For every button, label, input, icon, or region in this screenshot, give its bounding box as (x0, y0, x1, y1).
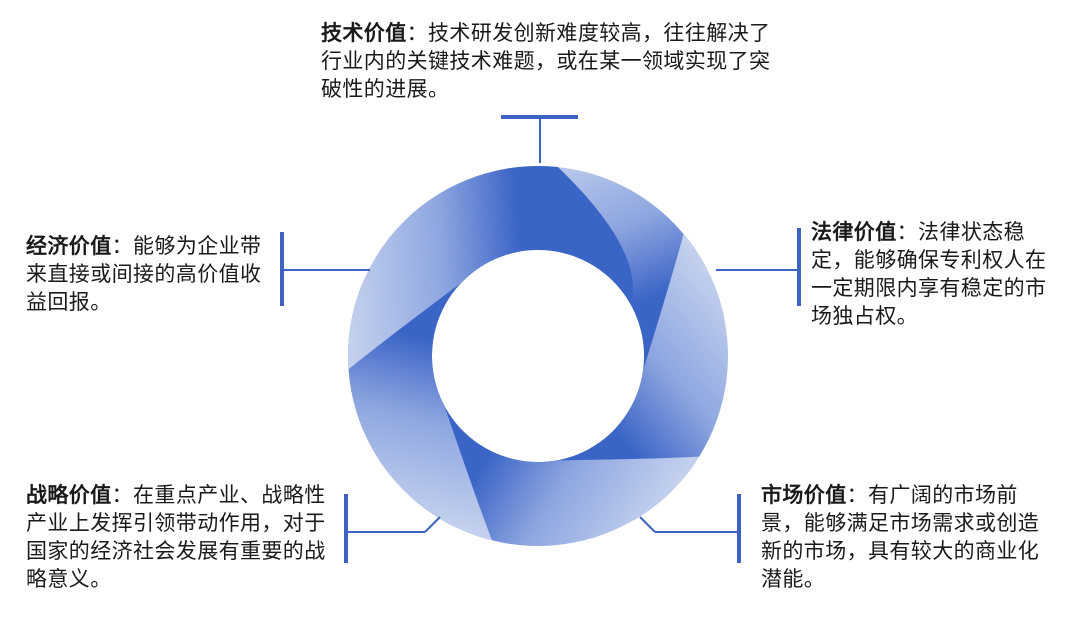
strategy-value-text: 在重点产业、战略性产业上发挥引领带动作用，对于国家的经济社会发展有重要的战略意义… (26, 483, 326, 591)
tech-value-sep: ： (406, 21, 429, 45)
law-value-text: 法律状态稳定，能够确保专利权人在一定期限内享有稳定的市场独占权。 (811, 220, 1047, 328)
strategy-value-card: 战略价值：在重点产业、战略性产业上发挥引领带动作用，对于国家的经济社会发展有重要… (26, 481, 338, 593)
market-value-title: 市场价值 (761, 483, 847, 507)
ring-segment (403, 343, 700, 546)
strategy-value-title: 战略价值 (26, 483, 112, 507)
econ-value-title: 经济价值 (26, 234, 112, 258)
strategy-value-sep: ： (111, 483, 134, 507)
ring-segment (493, 233, 728, 521)
tech-value-card: 技术价值：技术研发创新难度较高，往往解决了行业内的关键技术难题，或在某一领域实现… (321, 19, 791, 103)
market-value-text: 有广阔的市场前景，能够满足市场需求或创造新的市场，具有较大的商业化潜能。 (761, 483, 1040, 591)
law-value-sep: ： (896, 220, 919, 244)
econ-value-card: 经济价值：能够为企业带来直接或间接的高价值收益回报。 (26, 232, 276, 316)
ring-segment (348, 166, 633, 370)
strategy-connector-line-d (424, 516, 441, 533)
law-value-title: 法律价值 (811, 220, 897, 244)
connectors (280, 115, 801, 563)
market-value-card: 市场价值：有广阔的市场前景，能够满足市场需求或创造新的市场，具有较大的商业化潜能… (761, 481, 1057, 593)
tech-value-text: 技术研发创新难度较高，往往解决了行业内的关键技术难题，或在某一领域实现了突破性的… (321, 21, 771, 101)
law-value-card: 法律价值：法律状态稳定，能够确保专利权人在一定期限内享有稳定的市场独占权。 (811, 218, 1059, 330)
market-connector-line-d (639, 516, 656, 533)
ring (348, 166, 728, 546)
market-value-sep: ： (846, 483, 869, 507)
econ-value-text: 能够为企业带来直接或间接的高价值收益回报。 (26, 234, 262, 314)
tech-value-title: 技术价值 (321, 21, 407, 45)
econ-value-sep: ： (111, 234, 134, 258)
